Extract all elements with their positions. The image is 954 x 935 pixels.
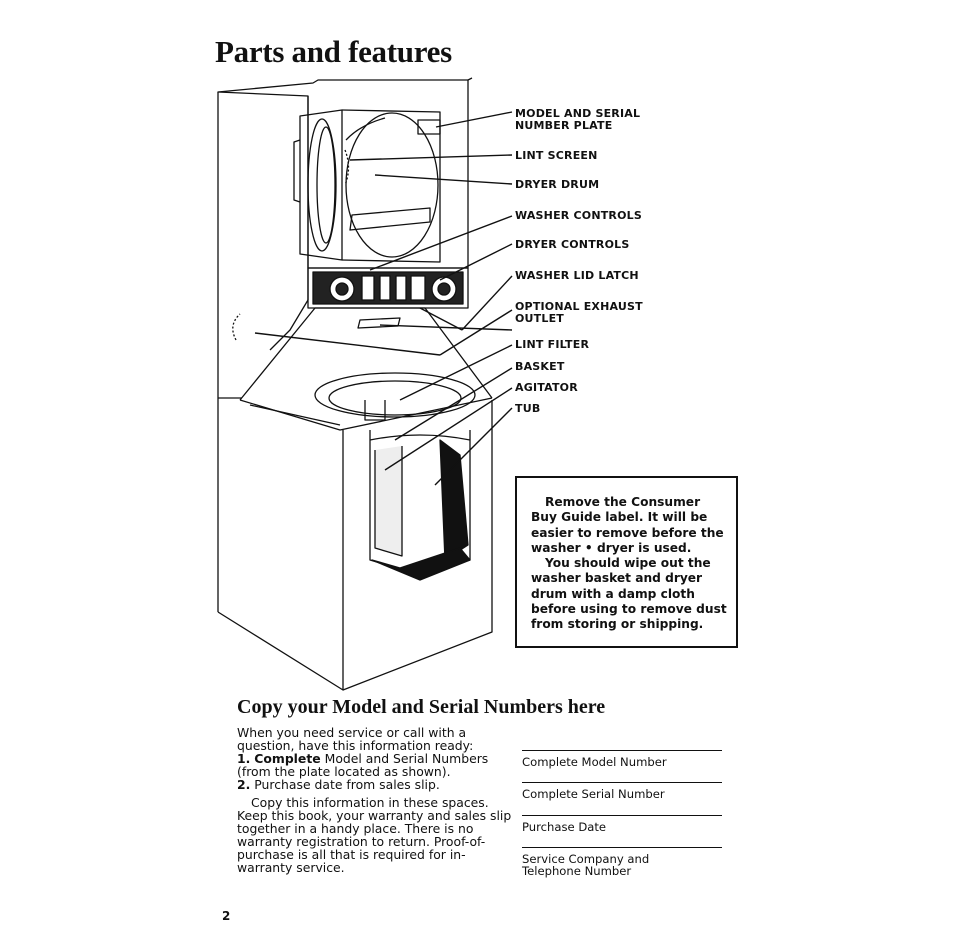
label-model-serial-plate: MODEL AND SERIAL NUMBER PLATE bbox=[515, 107, 641, 132]
dryer-door-open bbox=[293, 109, 343, 261]
label-dryer-drum: DRYER DRUM bbox=[515, 178, 600, 191]
label-basket: BASKET bbox=[515, 360, 565, 373]
field-complete-model-number[interactable]: Complete Model Number bbox=[522, 750, 722, 768]
field-service-company[interactable]: Service Company and Telephone Number bbox=[522, 847, 722, 877]
label-dryer-controls: DRYER CONTROLS bbox=[515, 238, 630, 251]
label-tub: TUB bbox=[515, 402, 541, 415]
lint-filter bbox=[357, 317, 401, 329]
label-optional-exhaust-outlet: OPTIONAL EXHAUST OUTLET bbox=[515, 300, 643, 325]
setup-note-box: Remove the Consumer Buy Guide label. It … bbox=[515, 476, 738, 648]
washer-tub bbox=[314, 372, 476, 581]
model-serial-plate bbox=[417, 119, 441, 135]
dryer-drum-opening bbox=[341, 109, 441, 263]
field-complete-serial-number[interactable]: Complete Serial Number bbox=[522, 782, 722, 800]
note-paragraph-2: You should wipe out the washer basket an… bbox=[531, 556, 727, 632]
copy-paragraph: Copy this information in these spaces. K… bbox=[237, 795, 512, 875]
page-number: 2 bbox=[222, 909, 231, 923]
label-washer-lid-latch: WASHER LID LATCH bbox=[515, 269, 639, 282]
copy-section-heading: Copy your Model and Serial Numbers here bbox=[237, 696, 606, 718]
copy-instructions: When you need service or call with a que… bbox=[237, 726, 519, 874]
copy-step-2: 2. Purchase date from sales slip. bbox=[237, 777, 440, 792]
copy-intro: When you need service or call with a que… bbox=[237, 725, 474, 753]
pointer-lines bbox=[254, 111, 513, 486]
label-lint-filter: LINT FILTER bbox=[515, 338, 590, 351]
label-washer-controls: WASHER CONTROLS bbox=[515, 209, 642, 222]
page-title: Parts and features bbox=[215, 34, 452, 69]
field-purchase-date[interactable]: Purchase Date bbox=[522, 815, 722, 833]
copy-step-1: 1. Complete Model and Serial Numbers (fr… bbox=[237, 751, 489, 779]
note-paragraph-1: Remove the Consumer Buy Guide label. It … bbox=[531, 495, 724, 555]
label-agitator: AGITATOR bbox=[515, 381, 578, 394]
control-panel bbox=[307, 267, 469, 309]
washer-cabinet bbox=[217, 299, 493, 691]
label-lint-screen: LINT SCREEN bbox=[515, 149, 598, 162]
